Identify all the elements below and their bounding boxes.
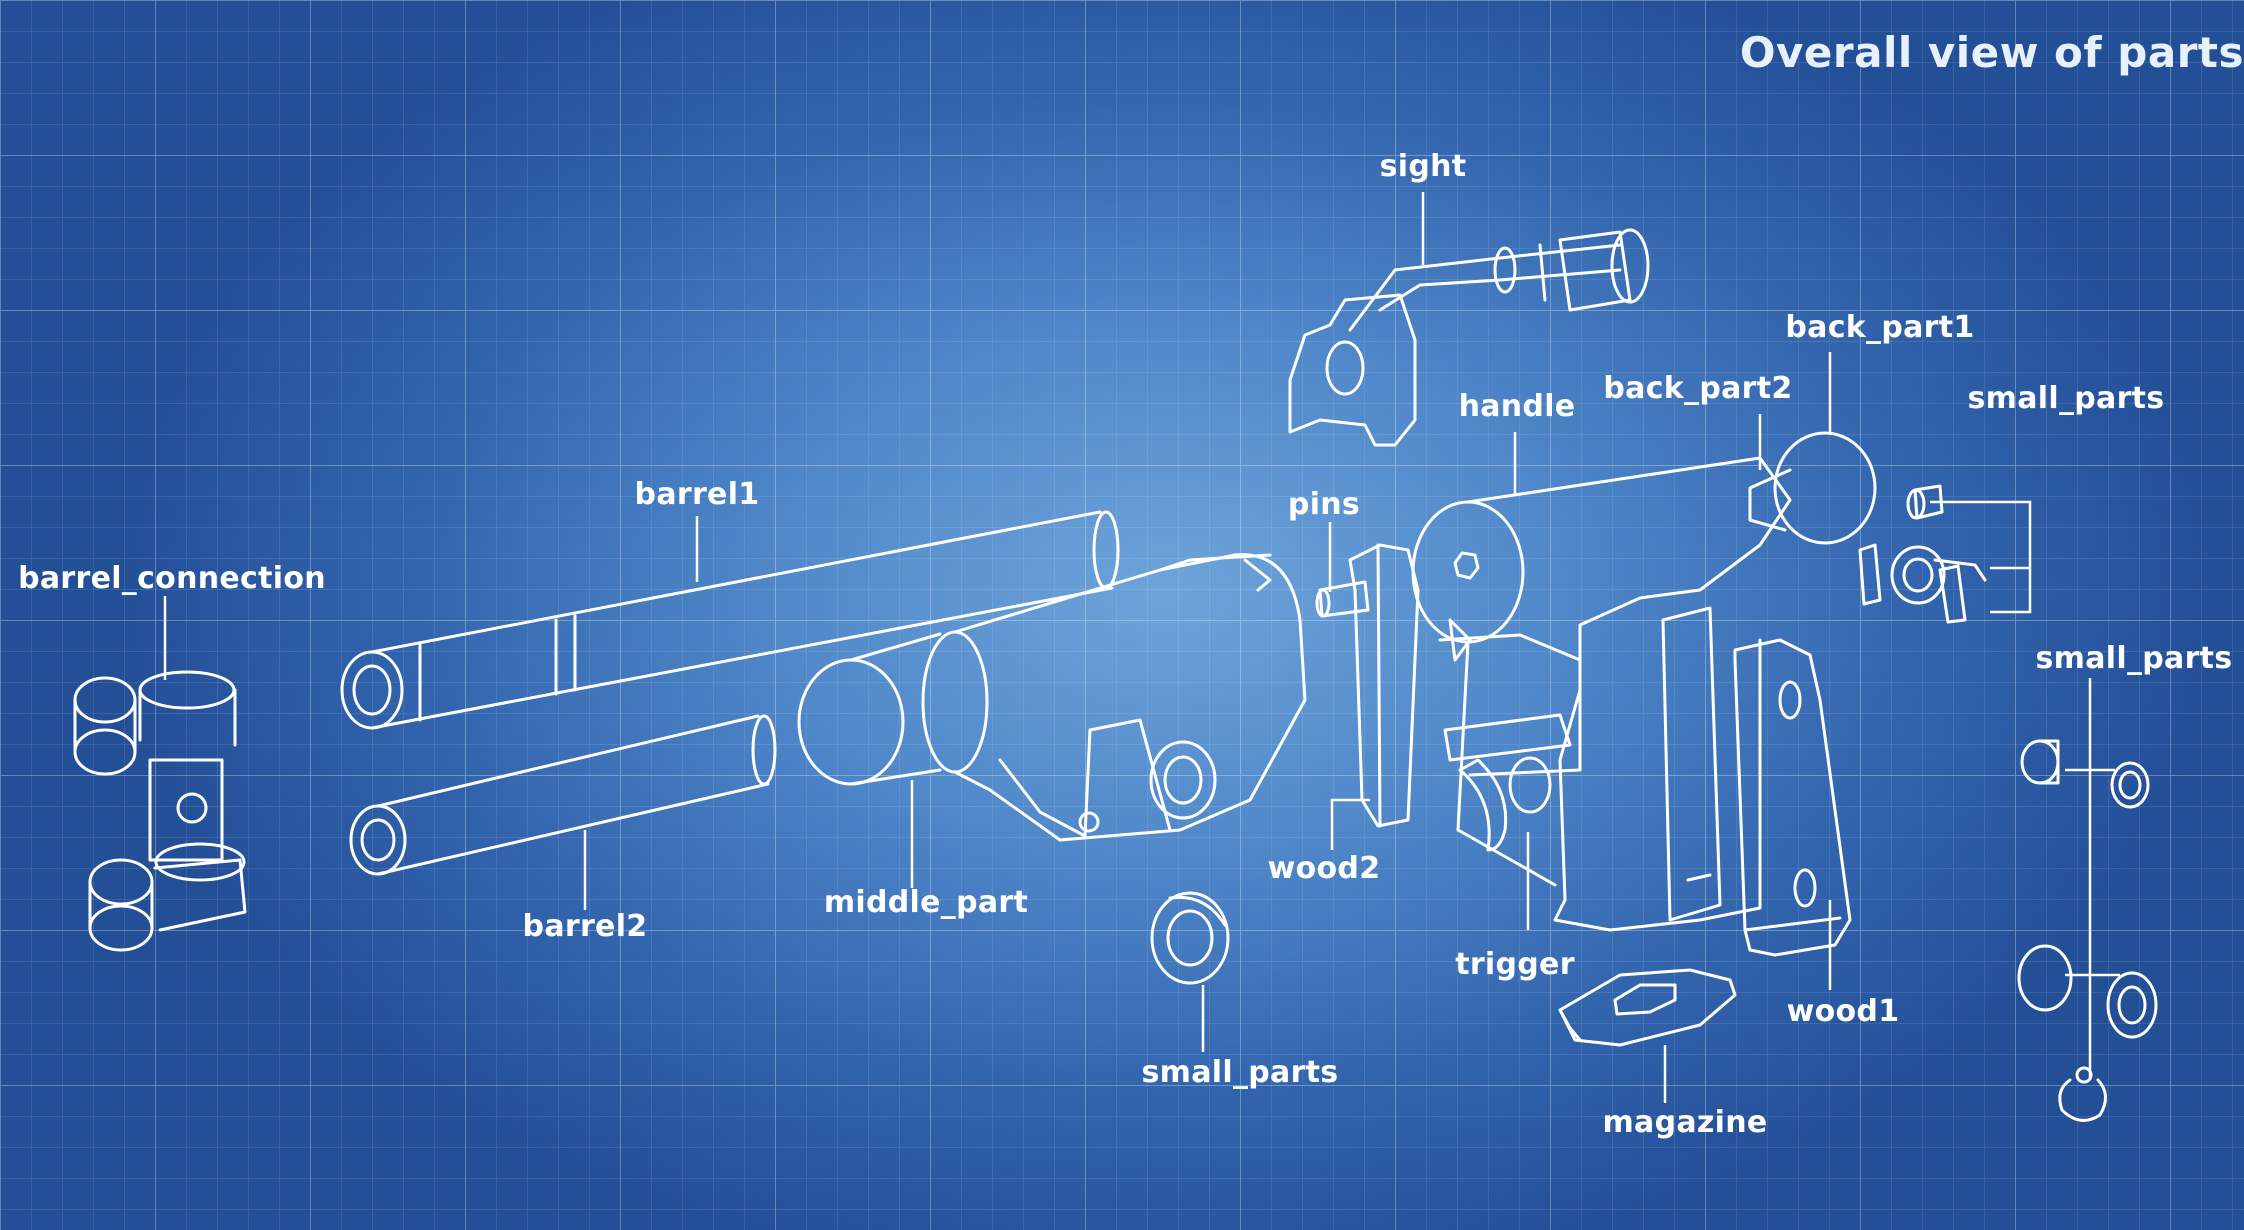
label-back-part2: back_part2 [1603,371,1793,406]
wood1-part [1733,638,1852,957]
leader-wood2 [1330,798,1370,850]
leader-small-parts-right [2065,678,2120,1080]
label-small-parts-top: small_parts [1967,381,2165,416]
small-parts-top-part [1858,484,1987,624]
label-pins: pins [1287,487,1361,522]
middle-part [797,553,1307,842]
label-handle: handle [1458,389,1576,424]
label-magazine: magazine [1602,1105,1768,1140]
label-wood1: wood1 [1786,994,1900,1029]
wood2-part [1348,543,1420,828]
label-back-part1: back_part1 [1785,310,1975,345]
label-barrel2: barrel2 [522,909,648,944]
leader-lines [163,192,2120,1103]
barrel-connection-part [73,670,247,952]
barrel2-part [349,714,777,876]
sight-part [1288,228,1650,447]
label-middle-part: middle_part [823,885,1029,920]
magazine-part [1558,968,1737,1047]
label-small-parts-right: small_parts [2035,641,2233,676]
leader-small-parts-top [1930,500,2032,614]
label-trigger: trigger [1455,947,1575,982]
label-barrel-connection: barrel_connection [18,561,326,596]
pins-part [1315,580,1370,618]
barrel1-part [340,510,1120,730]
label-wood2: wood2 [1267,851,1381,886]
label-barrel1: barrel1 [634,477,760,512]
back-part1-part [1748,431,1877,545]
label-sight: sight [1379,149,1467,184]
small-parts-right-part [2017,739,2158,1122]
trigger-part [1458,756,1552,852]
label-small-parts-bottom: small_parts [1141,1055,1339,1090]
page-title: Overall view of parts [1739,28,2244,77]
small-parts-bottom-part [1150,891,1230,985]
